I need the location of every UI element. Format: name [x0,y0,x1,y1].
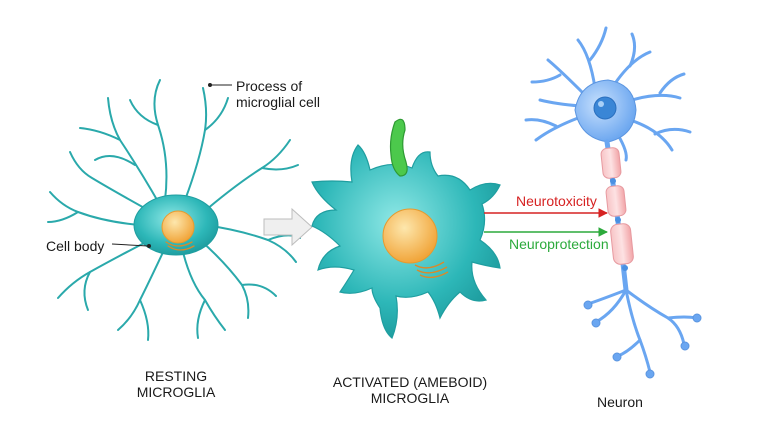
resting-microglia-label: RESTING MICROGLIA [137,368,216,400]
process-label: Process of microglial cell [236,78,320,110]
activated-microglia-icon [311,144,501,339]
neurotoxicity-label: Neurotoxicity [516,193,597,209]
activated-microglia-label: ACTIVATED (AMEBOID) MICROGLIA [333,374,487,406]
cell-body-label: Cell body [46,238,105,254]
neuron-label: Neuron [597,394,643,410]
activated-label-line1: ACTIVATED (AMEBOID) [332,374,488,390]
neuron-icon [524,26,702,379]
cell-body-pointer [111,243,151,248]
process-label-line1: Process of [236,78,303,94]
process-pointer [208,83,232,87]
resting-microglia-icon [47,79,301,341]
transition-arrow-icon [263,207,313,247]
activated-label-line2: MICROGLIA [370,390,450,406]
bacterium-icon [389,118,408,177]
neuroprotection-label: Neuroprotection [509,236,609,252]
resting-label-line2: MICROGLIA [136,384,216,400]
resting-label-line1: RESTING [144,368,208,384]
process-label-line2: microglial cell [236,94,321,110]
